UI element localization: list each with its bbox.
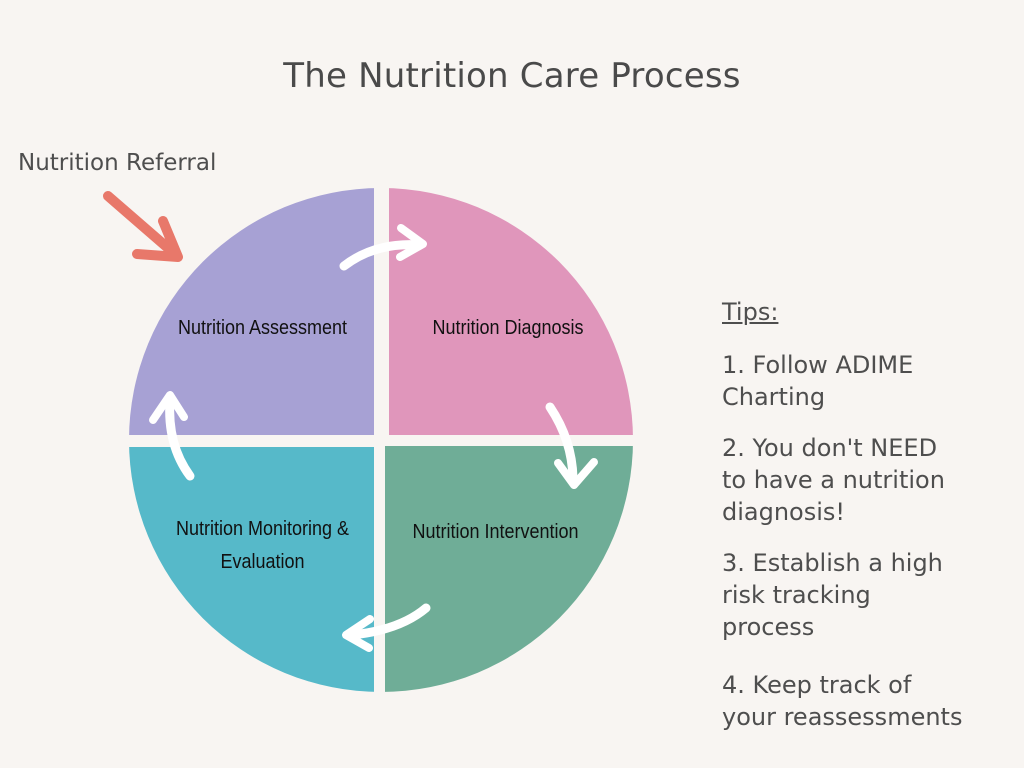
tip-line: 1. Follow ADIME <box>722 351 914 379</box>
tip-line: diagnosis! <box>722 498 846 526</box>
tip-item: 3. Establish a high risk tracking proces… <box>722 547 1012 643</box>
arrow-diagnosis-to-intervention-icon <box>545 402 598 489</box>
tip-line: 2. You don't NEED <box>722 434 938 462</box>
referral-arrow-icon <box>103 191 183 262</box>
tip-item: 1. Follow ADIME Charting <box>722 349 1012 413</box>
referral-label: Nutrition Referral <box>18 150 217 176</box>
arrow-monitoring-to-assessment-icon <box>149 391 195 481</box>
arrow-assessment-to-diagnosis-icon <box>339 224 427 271</box>
tips-heading: Tips: <box>722 298 779 326</box>
quadrant-label-monitoring-line2: Evaluation <box>220 551 305 573</box>
page-title: The Nutrition Care Process <box>283 56 741 96</box>
quadrant-label-monitoring: Nutrition Monitoring & Evaluation <box>157 513 369 579</box>
tip-line: process <box>722 613 815 641</box>
quadrant-diagnosis <box>389 188 633 435</box>
arrow-intervention-to-monitoring-icon <box>342 603 431 652</box>
quadrant-label-diagnosis: Nutrition Diagnosis <box>432 317 584 339</box>
tip-line: to have a nutrition <box>722 466 945 494</box>
quadrant-intervention <box>385 446 633 692</box>
tip-item: 4. Keep track of your reassessments <box>722 669 1012 733</box>
tip-line: Charting <box>722 383 826 411</box>
tip-item: 2. You don't NEED to have a nutrition di… <box>722 432 1012 528</box>
tip-line: 4. Keep track of <box>722 671 912 699</box>
quadrant-label-monitoring-line1: Nutrition Monitoring & <box>175 518 350 540</box>
quadrant-label-intervention: Nutrition Intervention <box>412 521 579 543</box>
quadrant-label-assessment: Nutrition Assessment <box>177 317 348 339</box>
tip-line: 3. Establish a high <box>722 549 943 577</box>
quadrant-assessment <box>129 188 374 435</box>
tips-panel: Tips: 1. Follow ADIME Charting 2. You do… <box>722 296 1012 752</box>
tip-line: risk tracking <box>722 581 871 609</box>
tip-line: your reassessments <box>722 703 963 731</box>
